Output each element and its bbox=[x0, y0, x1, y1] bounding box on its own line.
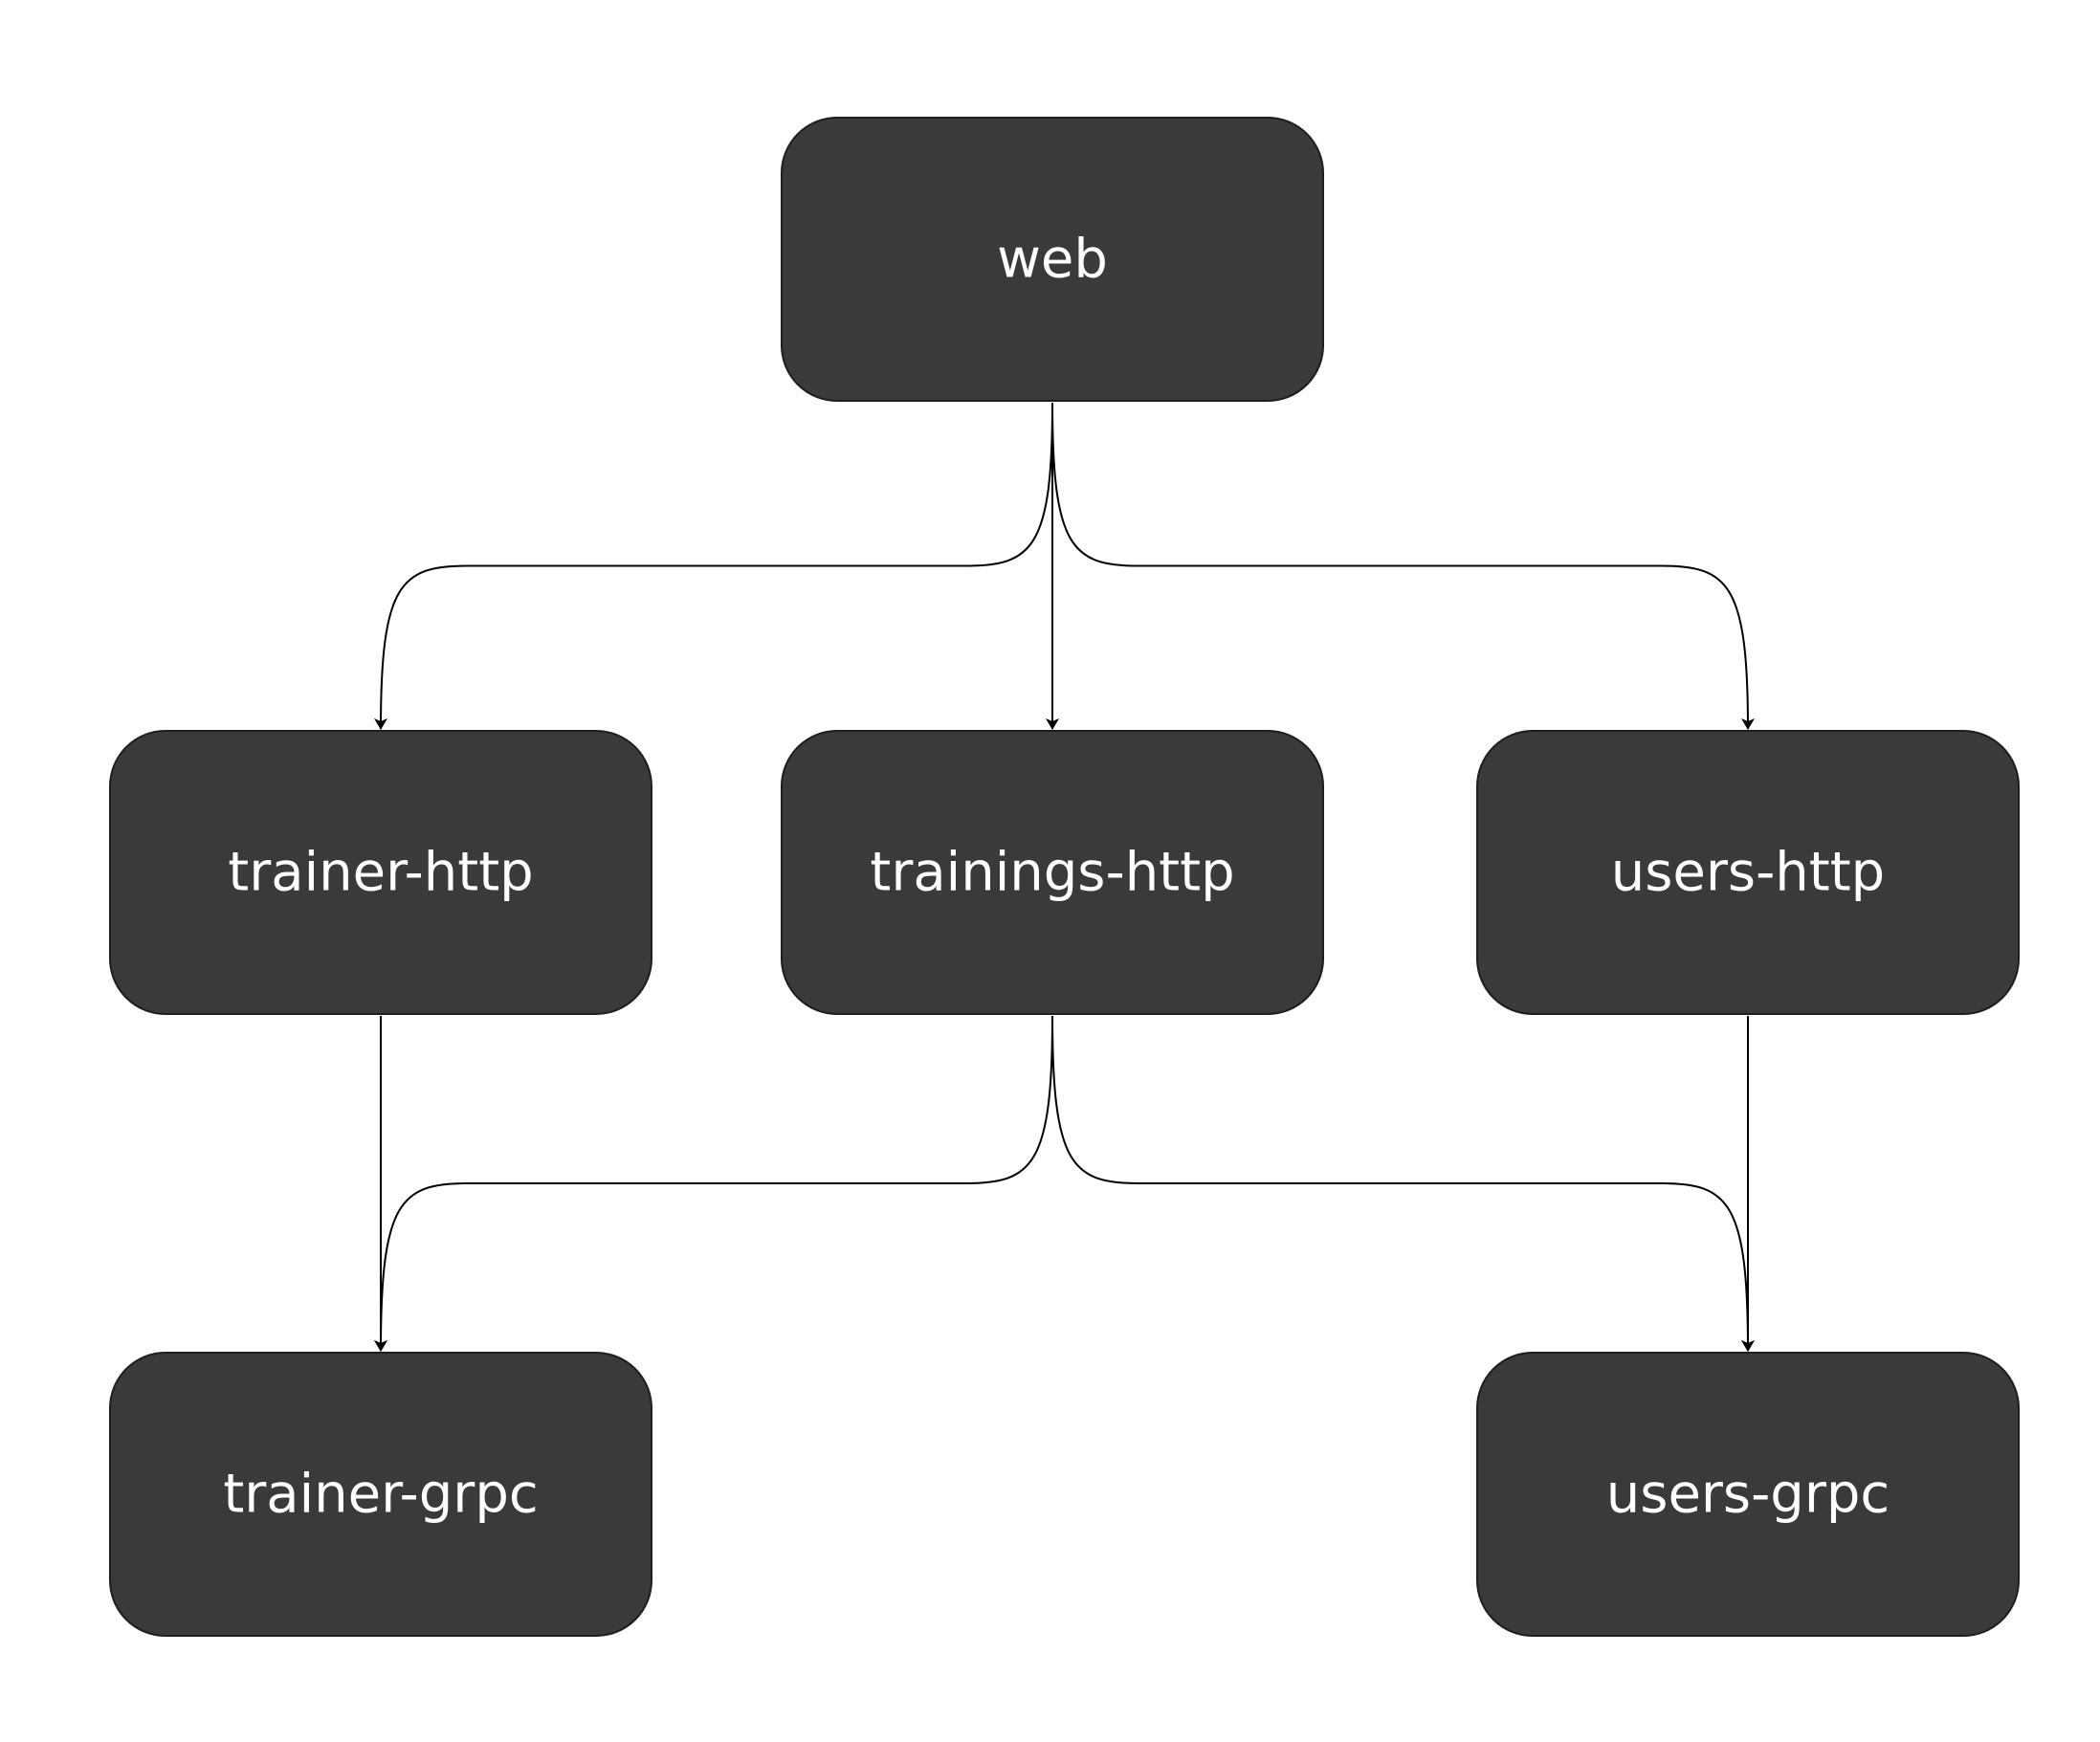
node-users-http-box bbox=[1476, 730, 2020, 1015]
node-trainer-grpc-label: trainer-grpc bbox=[223, 1464, 538, 1526]
edge-trainings-http-to-trainer-grpc bbox=[374, 1015, 1053, 1352]
node-trainings-http[interactable]: trainings-http bbox=[781, 730, 1324, 1015]
node-trainer-http-label: trainer-http bbox=[228, 842, 533, 904]
nodes-layer: web trainer-http trainings-http users-ht… bbox=[109, 117, 2020, 1637]
node-web-label: web bbox=[997, 229, 1108, 291]
node-users-http[interactable]: users-http bbox=[1476, 730, 2020, 1015]
node-trainings-http-label: trainings-http bbox=[870, 842, 1234, 904]
node-trainer-grpc-box bbox=[109, 1352, 652, 1637]
node-trainings-http-box bbox=[781, 730, 1324, 1015]
edge-web-to-trainer-http bbox=[374, 402, 1053, 730]
node-users-grpc-label: users-grpc bbox=[1606, 1464, 1890, 1526]
node-web-box bbox=[781, 117, 1324, 402]
node-users-grpc[interactable]: users-grpc bbox=[1476, 1352, 2020, 1637]
node-users-grpc-box bbox=[1476, 1352, 2020, 1637]
edge-trainings-http-to-users-grpc bbox=[1051, 1015, 1755, 1352]
node-trainer-grpc[interactable]: trainer-grpc bbox=[109, 1352, 652, 1637]
node-users-http-label: users-http bbox=[1611, 842, 1885, 904]
node-trainer-http-box bbox=[109, 730, 652, 1015]
node-trainer-http[interactable]: trainer-http bbox=[109, 730, 652, 1015]
node-web[interactable]: web bbox=[781, 117, 1324, 402]
edge-web-to-users-http bbox=[1051, 402, 1755, 730]
edges-layer bbox=[374, 402, 1755, 1352]
